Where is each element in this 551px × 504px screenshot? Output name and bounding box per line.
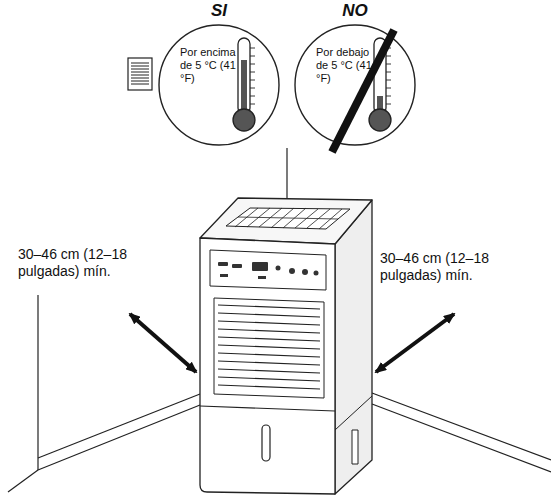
- side-seam: [335, 396, 372, 430]
- side-handle: [352, 430, 358, 464]
- thermometer-tick: [250, 80, 255, 81]
- thermometer-tick: [386, 88, 391, 89]
- thermometer: [233, 38, 255, 131]
- bucket-seam: [200, 406, 335, 411]
- circle-border: [295, 25, 415, 145]
- wall-corner: [37, 295, 38, 470]
- clearance-arrows: [130, 314, 454, 372]
- thermometer-tick: [250, 48, 255, 49]
- circle-border: [159, 25, 279, 145]
- clearance-arrow: [130, 314, 196, 372]
- top-vent: [226, 208, 350, 229]
- dehumidifier: [200, 198, 372, 494]
- unit-top: [200, 198, 372, 244]
- document-icon: [128, 58, 152, 90]
- thermometer-bulb: [233, 109, 255, 131]
- unit-side: [335, 200, 372, 494]
- floor-line: [38, 405, 200, 470]
- clearance-dimension: 30–46 cm (12–18 pulgadas) mín.: [380, 250, 532, 284]
- thermometer-mercury: [241, 60, 247, 116]
- baseboard-line: [38, 394, 200, 458]
- circle-outline: [292, 0, 418, 156]
- thermometer-tick: [386, 72, 391, 73]
- floor-line: [8, 470, 38, 492]
- thermometer-tick: [386, 104, 391, 105]
- floor-line: [372, 404, 551, 472]
- thermometer-tick: [250, 64, 255, 65]
- circle-outline: [156, 0, 282, 156]
- thermometer-tick: [386, 64, 391, 65]
- thermometer-tick: [386, 56, 391, 57]
- control-buttons: [218, 262, 319, 279]
- temperature-circle: NO Por debajo de 5 °C (41 °F): [292, 0, 418, 156]
- thermometer-tick: [250, 96, 255, 97]
- circle-heading: SI: [156, 1, 282, 21]
- thermometer-tick: [250, 72, 255, 73]
- temperature-note: Por debajo de 5 °C (41 °F): [316, 46, 374, 85]
- top-vent-slats: [235, 208, 342, 229]
- clearance-arrow: [376, 314, 454, 372]
- thermometer-tick: [250, 88, 255, 89]
- clearance-dimension: 30–46 cm (12–18 pulgadas) mín.: [18, 246, 168, 280]
- unit-front: [200, 238, 335, 494]
- thermometer-tick: [386, 96, 391, 97]
- thermometer-tick: [386, 80, 391, 81]
- document-sheet: [128, 58, 152, 90]
- circle-heading: NO: [292, 1, 418, 21]
- air-grille: [214, 298, 324, 398]
- control-panel: [210, 250, 326, 290]
- temperature-note: Por encima de 5 °C (41 °F): [180, 46, 238, 85]
- grille-louvers: [218, 305, 320, 389]
- thermometer-tick: [250, 104, 255, 105]
- temperature-circle: SI Por encima de 5 °C (41 °F): [156, 0, 282, 156]
- document-lines: [131, 63, 149, 84]
- bucket-window: [262, 425, 270, 461]
- thermometer-bulb: [369, 109, 391, 131]
- baseboard-line: [372, 393, 551, 460]
- thermometer-tick: [250, 56, 255, 57]
